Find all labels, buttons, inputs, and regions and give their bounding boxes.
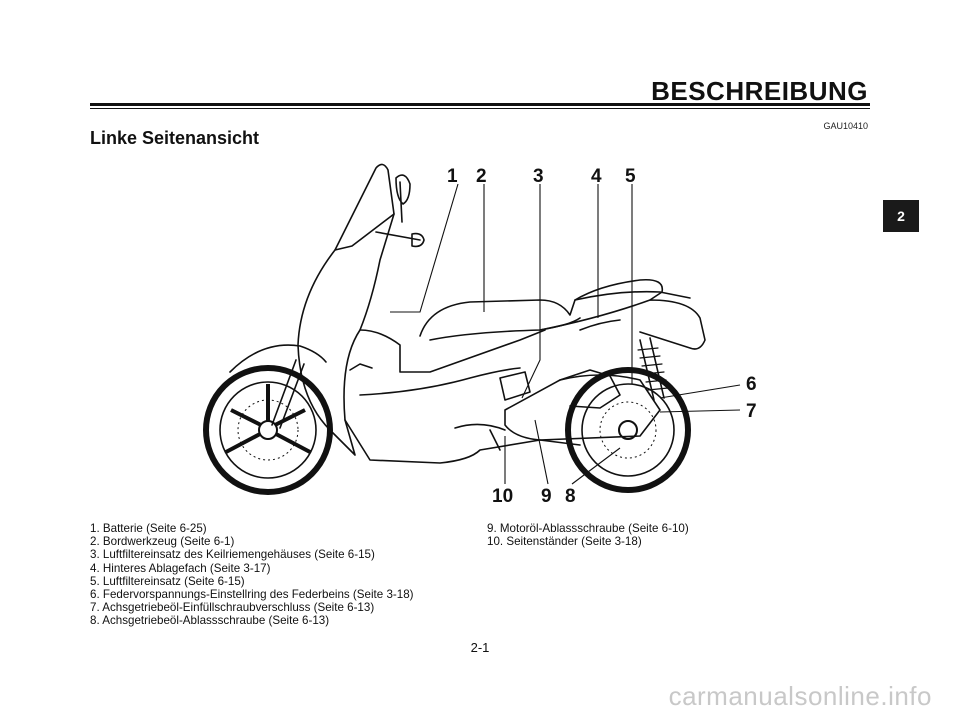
callout-9: 9 bbox=[541, 486, 552, 507]
header-rule-thin bbox=[90, 108, 870, 109]
legend-right-column: 9. Motoröl-Ablassschraube (Seite 6-10) 1… bbox=[487, 522, 689, 548]
header-rule-thick bbox=[90, 103, 870, 106]
legend-left-column: 1. Batterie (Seite 6-25) 2. Bordwerkzeug… bbox=[90, 522, 414, 628]
watermark: carmanualsonline.info bbox=[668, 681, 932, 711]
handlebar bbox=[375, 231, 425, 248]
callout-7: 7 bbox=[746, 401, 757, 422]
rear-wheel bbox=[565, 367, 691, 493]
legend-item: 1. Batterie (Seite 6-25) bbox=[90, 522, 207, 535]
front-fender bbox=[229, 344, 327, 373]
callout-5: 5 bbox=[625, 166, 636, 187]
chapter-tab: 2 bbox=[883, 200, 919, 232]
header-title: BESCHREIBUNG bbox=[651, 76, 868, 106]
legend-item: 6. Federvorspannungs-Einstellring des Fe… bbox=[90, 588, 414, 602]
callout-2: 2 bbox=[476, 166, 487, 187]
scooter-illustration: 1 2 3 4 5 6 7 8 9 10 bbox=[203, 163, 757, 507]
legend-item: 3. Luftfiltereinsatz des Keilriemengehäu… bbox=[90, 548, 375, 562]
windscreen bbox=[334, 163, 395, 251]
mirror-icon bbox=[395, 174, 411, 223]
legend-item: 5. Luftfiltereinsatz (Seite 6-15) bbox=[90, 574, 245, 588]
legend-item: 4. Hinteres Ablagefach (Seite 3-17) bbox=[90, 561, 271, 575]
legend-item: 7. Achsgetriebeöl-Einfüllschraubverschlu… bbox=[90, 601, 375, 615]
legend-item: 10. Seitenständer (Seite 3-18) bbox=[487, 535, 642, 549]
legend-item: 2. Bordwerkzeug (Seite 6-1) bbox=[90, 535, 235, 549]
legend-item: 9. Motoröl-Ablassschraube (Seite 6-10) bbox=[487, 522, 689, 535]
page-number: 2-1 bbox=[470, 640, 490, 655]
doc-code: GAU10410 bbox=[823, 121, 868, 131]
rear-body bbox=[539, 299, 706, 350]
callout-3: 3 bbox=[533, 166, 544, 187]
callout-8: 8 bbox=[565, 486, 576, 507]
front-wheel bbox=[203, 365, 333, 495]
legend-item: 8. Achsgetriebeöl-Ablassschraube (Seite … bbox=[90, 614, 330, 628]
callout-6: 6 bbox=[746, 374, 757, 395]
callout-1: 1 bbox=[447, 166, 458, 187]
seat bbox=[419, 278, 664, 337]
callout-10: 10 bbox=[492, 486, 513, 507]
callout-4: 4 bbox=[591, 166, 602, 187]
swingarm bbox=[504, 374, 661, 441]
floorboard bbox=[344, 419, 581, 464]
section-title: Linke Seitenansicht bbox=[90, 128, 260, 148]
front-body bbox=[297, 213, 395, 456]
side-stand bbox=[454, 423, 506, 451]
